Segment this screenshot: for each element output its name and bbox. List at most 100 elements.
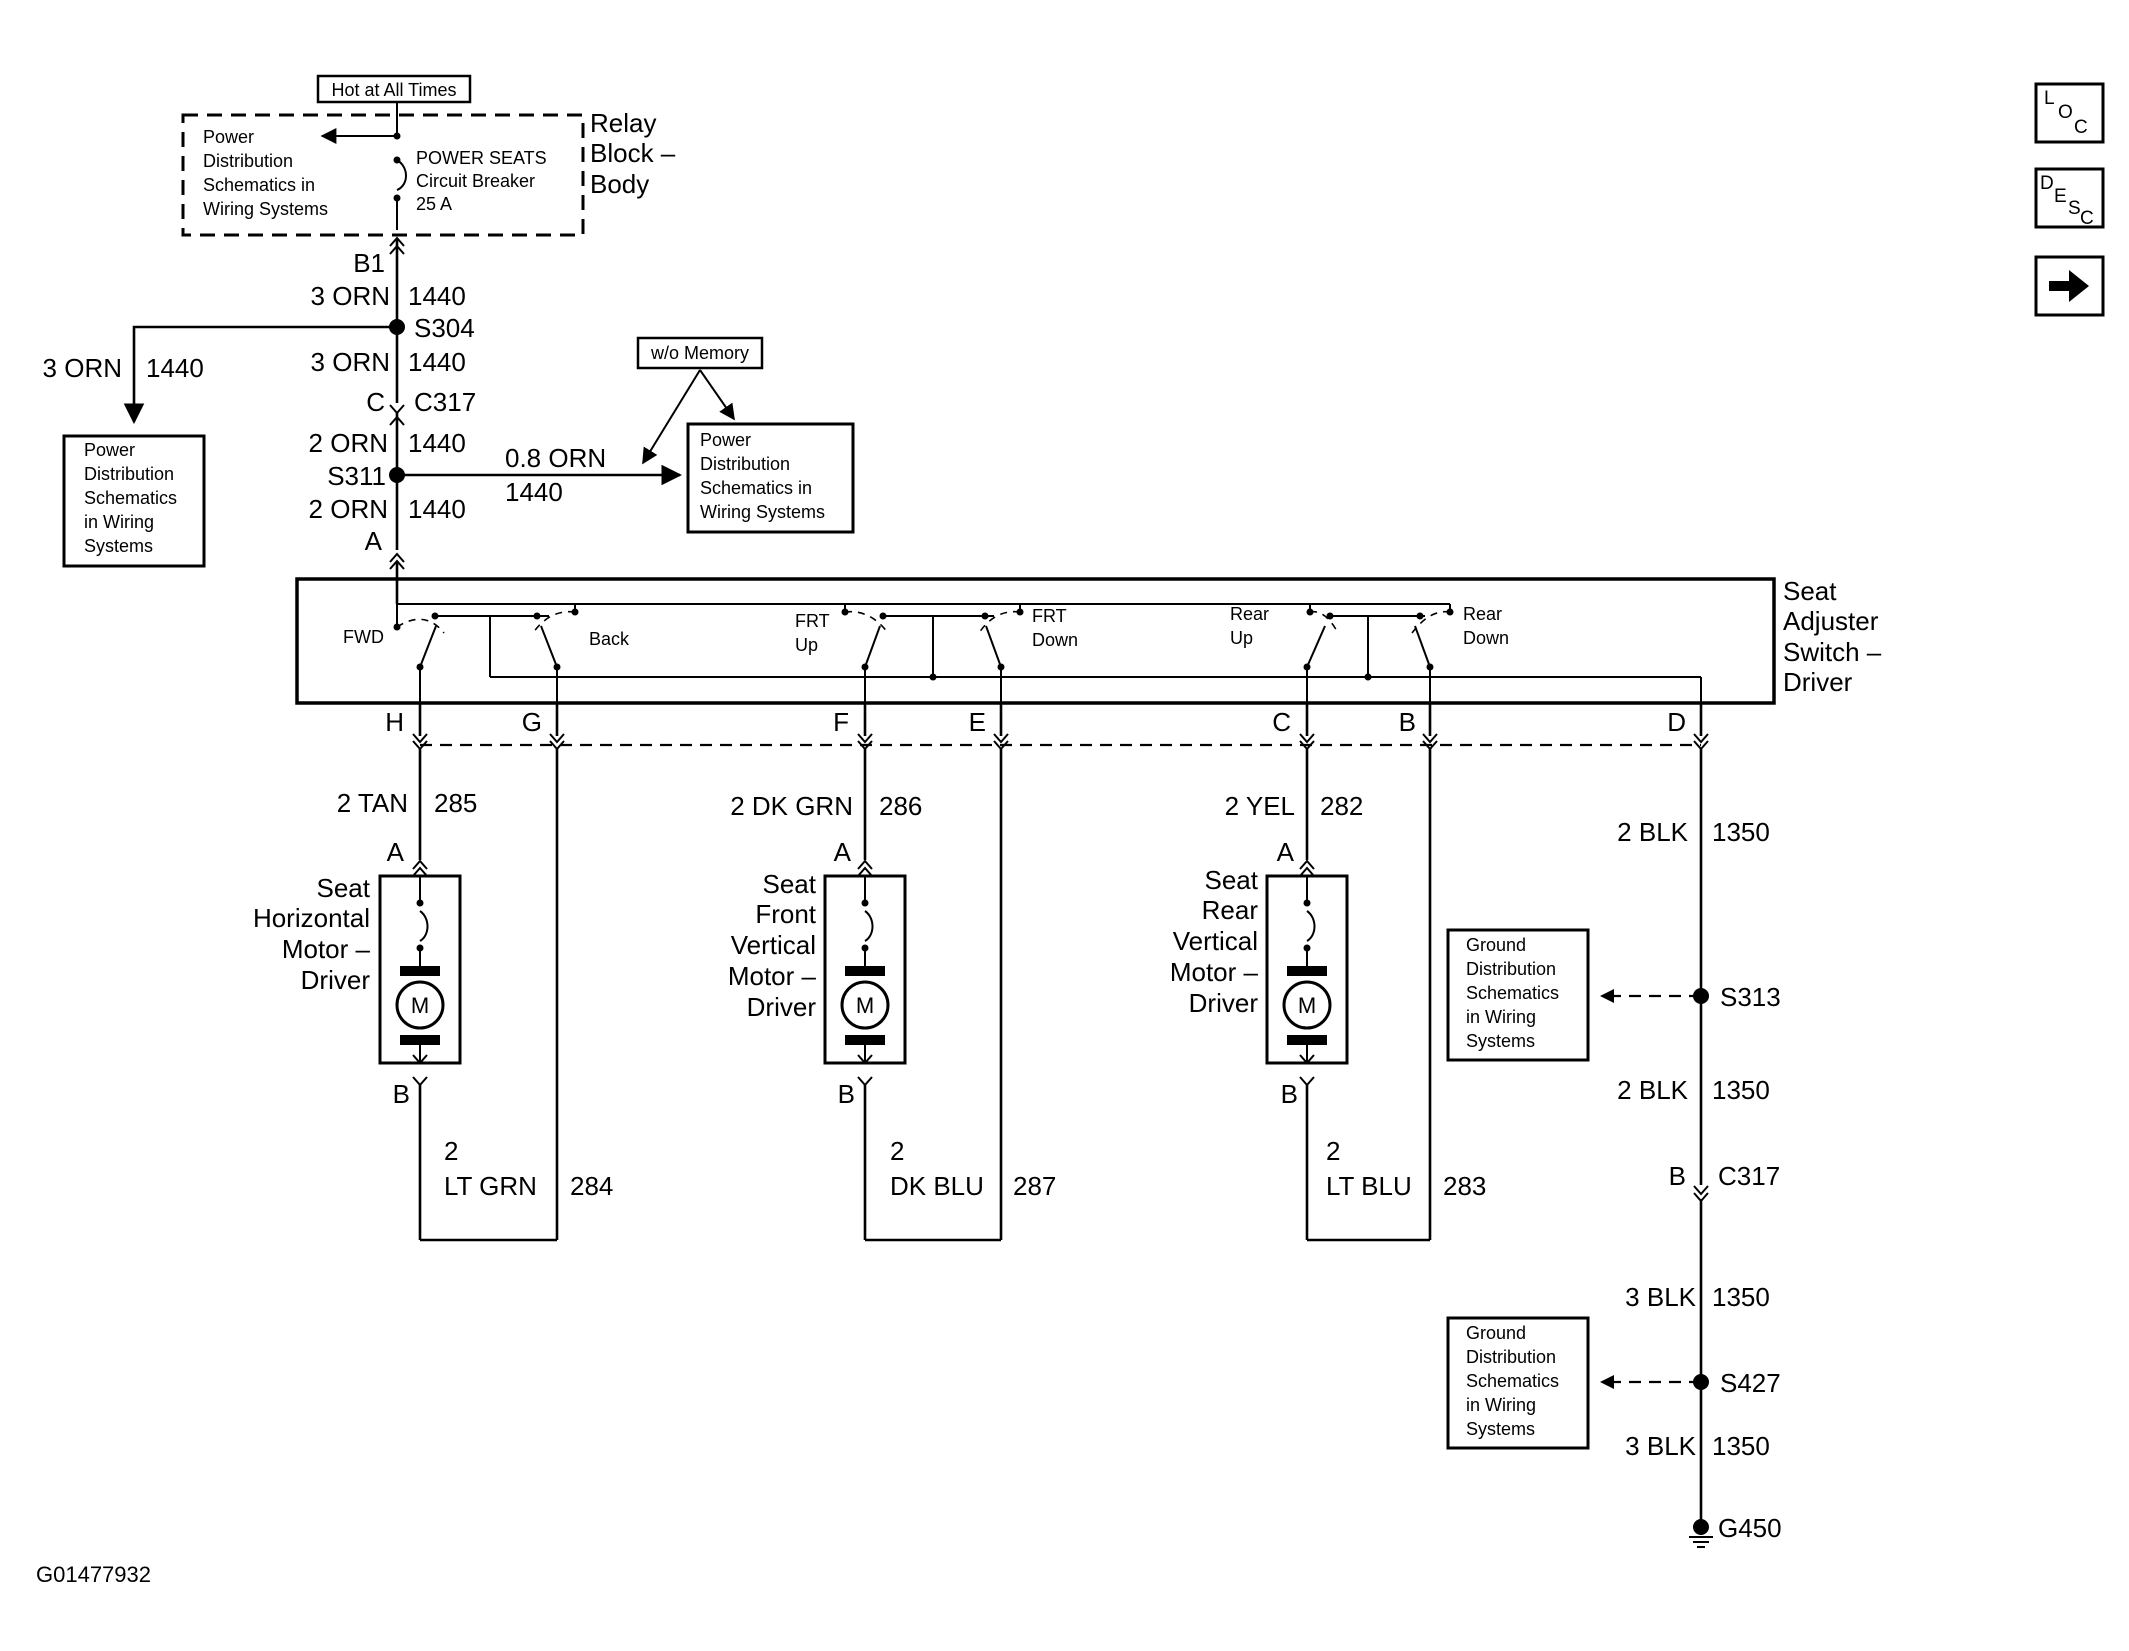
svg-text:Systems: Systems	[1466, 1419, 1535, 1439]
w2-circuit: 1440	[408, 347, 466, 377]
branch-gauge: 3 ORN	[43, 353, 122, 383]
circuit-breaker: POWER SEATS Circuit Breaker 25 A	[393, 102, 547, 230]
motor-front-vertical-circuit	[823, 749, 1003, 1242]
s304-branch-wire	[123, 325, 397, 425]
ground-ref-2: Ground Distribution Schematics in Wiring…	[1446, 1316, 1590, 1450]
m3-pin-a: A	[1277, 837, 1295, 867]
svg-text:Block –: Block –	[590, 138, 676, 168]
svg-text:Distribution: Distribution	[203, 151, 293, 171]
svg-text:F: F	[833, 707, 849, 737]
svg-text:Distribution: Distribution	[1466, 959, 1556, 979]
desc-letter-4: C	[2080, 208, 2094, 229]
svg-text:Vertical: Vertical	[1173, 926, 1258, 956]
desc-button[interactable]: D E S C	[2034, 167, 2105, 229]
svg-text:Schematics: Schematics	[1466, 1371, 1559, 1391]
svg-text:Systems: Systems	[84, 536, 153, 556]
m1-out-circuit: 284	[570, 1171, 613, 1201]
svg-text:Ground: Ground	[1466, 1323, 1526, 1343]
m2-pin-a: A	[834, 837, 852, 867]
svg-text:Schematics: Schematics	[1466, 983, 1559, 1003]
svg-text:in Wiring: in Wiring	[1466, 1007, 1536, 1027]
svg-text:Seat: Seat	[1205, 865, 1259, 895]
g2-gauge: 2 BLK	[1617, 1075, 1688, 1105]
w1-gauge: 3 ORN	[311, 281, 390, 311]
svg-text:Schematics: Schematics	[84, 488, 177, 508]
without-memory-label: w/o Memory	[636, 336, 764, 370]
svg-text:Power: Power	[84, 440, 135, 460]
svg-text:Down: Down	[1032, 630, 1078, 650]
svg-text:POWER SEATS: POWER SEATS	[416, 148, 547, 168]
s311-label: S311	[327, 461, 386, 491]
svg-text:25 A: 25 A	[416, 194, 452, 214]
m1-in-circuit: 285	[434, 788, 477, 818]
w2-gauge: 3 ORN	[311, 347, 390, 377]
arrow-right-icon	[2049, 270, 2089, 302]
motor-rear-vertical-circuit	[1265, 749, 1432, 1242]
svg-text:Switch –: Switch –	[1783, 637, 1882, 667]
svg-text:Seat: Seat	[763, 869, 817, 899]
ground-symbol-icon	[1689, 1519, 1713, 1548]
svg-text:w/o Memory: w/o Memory	[650, 343, 749, 363]
hot-at-all-times-label: Hot at All Times	[316, 74, 472, 104]
memory-arrow-1	[642, 369, 701, 465]
pd-ref-right: Power Distribution Schematics in Wiring …	[686, 422, 855, 534]
svg-text:Circuit Breaker: Circuit Breaker	[416, 171, 535, 191]
svg-text:FWD: FWD	[343, 627, 384, 647]
g4-gauge: 3 BLK	[1625, 1431, 1696, 1461]
loc-button[interactable]: L O C	[2034, 82, 2105, 144]
pd-ref-lower: Power Distribution Schematics in Wiring …	[62, 434, 206, 568]
svg-text:Motor –: Motor –	[282, 934, 371, 964]
m1-motor-symbol: M	[411, 993, 429, 1018]
svg-text:Relay: Relay	[590, 108, 656, 138]
b1-pin: B1	[353, 248, 385, 278]
s427-ref-arrow	[1600, 1375, 1614, 1389]
svg-text:Rear: Rear	[1230, 604, 1269, 624]
m3-motor-symbol: M	[1298, 993, 1316, 1018]
mem-circuit: 1440	[505, 477, 563, 507]
svg-text:Up: Up	[795, 635, 818, 655]
svg-text:Schematics in: Schematics in	[203, 175, 315, 195]
svg-text:D: D	[1667, 707, 1686, 737]
m2-name: Seat Front Vertical Motor – Driver	[728, 869, 817, 1022]
m1-out-gauge-color: LT GRN	[444, 1171, 537, 1201]
svg-text:Schematics in: Schematics in	[700, 478, 812, 498]
svg-text:Driver: Driver	[1189, 988, 1259, 1018]
relay-block-label: Relay Block – Body	[590, 108, 676, 199]
w3-circuit: 1440	[408, 428, 466, 458]
pd-ref-left: Power Distribution Schematics in Wiring …	[203, 127, 328, 219]
switch-name: Seat Adjuster Switch – Driver	[1783, 576, 1882, 697]
g450-label: G450	[1718, 1513, 1782, 1543]
m3-out-gauge-size: 2	[1326, 1136, 1340, 1166]
loc-letter-3: C	[2074, 117, 2088, 138]
c317-pin-c: C	[366, 387, 385, 417]
svg-text:Driver: Driver	[301, 965, 371, 995]
w3-gauge: 2 ORN	[309, 428, 388, 458]
m2-out-gauge-size: 2	[890, 1136, 904, 1166]
svg-text:E: E	[969, 707, 986, 737]
s427-label: S427	[1720, 1368, 1781, 1398]
loc-letter-1: L	[2044, 88, 2055, 109]
svg-text:Rear: Rear	[1463, 604, 1502, 624]
switch-contacts	[393, 608, 1454, 703]
svg-text:Back: Back	[589, 629, 630, 649]
svg-text:FRT: FRT	[1032, 606, 1067, 626]
switch-pin-labels: H G F E C B D	[385, 707, 1686, 737]
svg-text:Down: Down	[1463, 628, 1509, 648]
m3-in-circuit: 282	[1320, 791, 1363, 821]
ground-wire	[1693, 749, 1709, 1525]
svg-text:C: C	[1272, 707, 1291, 737]
w4-circuit: 1440	[408, 494, 466, 524]
svg-text:Seat: Seat	[1783, 576, 1837, 606]
s304-label: S304	[414, 313, 475, 343]
m3-pin-b: B	[1281, 1079, 1298, 1109]
switch-position-labels: FWD Back FRT Up FRT Down Rear Up Rear Do…	[343, 604, 1509, 655]
svg-text:Motor –: Motor –	[728, 961, 817, 991]
m3-out-circuit: 283	[1443, 1171, 1486, 1201]
m1-pin-b: B	[393, 1079, 410, 1109]
next-button[interactable]	[2034, 255, 2105, 317]
svg-text:Systems: Systems	[1466, 1031, 1535, 1051]
svg-text:Hot at All Times: Hot at All Times	[331, 80, 456, 100]
svg-text:G: G	[522, 707, 542, 737]
svg-text:Driver: Driver	[1783, 667, 1853, 697]
